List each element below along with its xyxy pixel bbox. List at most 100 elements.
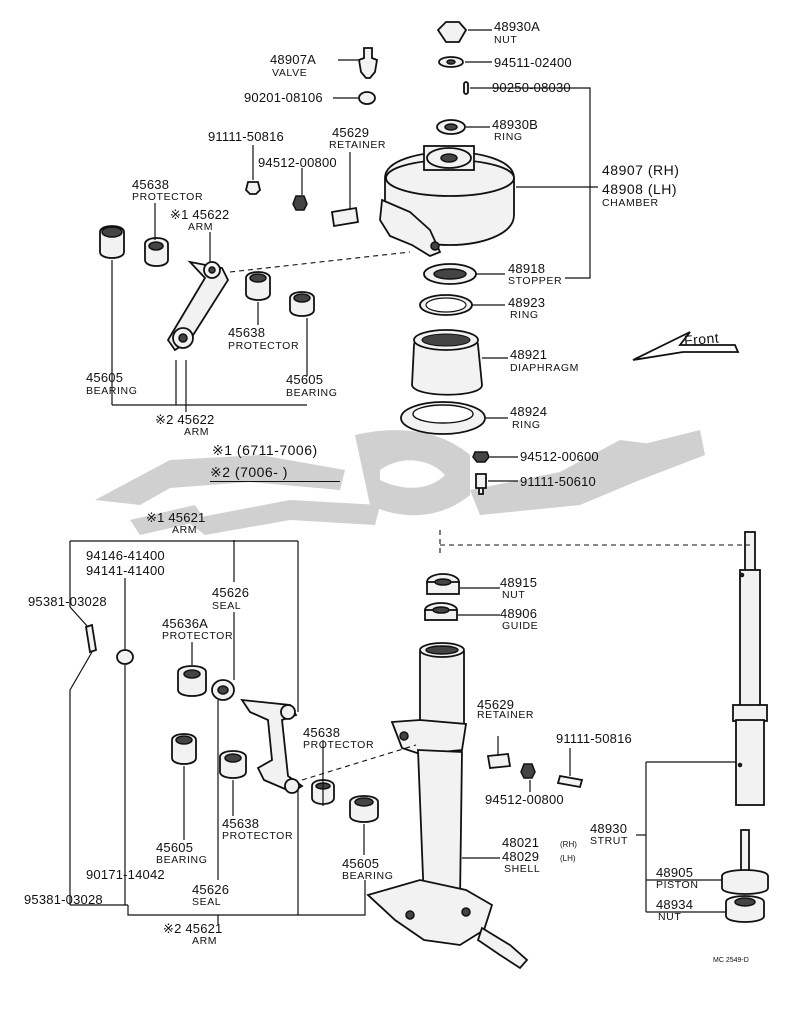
nut-48934 [725, 895, 765, 923]
protector-45638-ml [245, 271, 271, 301]
label-bearing-r: BEARING [286, 387, 338, 399]
label-48906: 48906 [500, 606, 538, 621]
label-48908-lh: 48908 (LH) [602, 181, 678, 197]
seal-45626-top [211, 679, 235, 701]
label-48915: 48915 [500, 575, 538, 590]
nut-90201 [358, 91, 376, 105]
label-protector-tl: PROTECTOR [132, 191, 204, 203]
label-48021: 48021 [502, 835, 540, 850]
retainer-45629-top [330, 206, 360, 228]
stopper-48918-hole [433, 268, 467, 280]
watermark-logo [95, 430, 705, 535]
washer-94512-00600 [472, 451, 490, 463]
label-protector-ml: PROTECTOR [228, 340, 300, 352]
label-guide: GUIDE [502, 620, 539, 632]
diaphragm-48921 [411, 329, 483, 396]
bolt-91111-bot [556, 774, 584, 789]
arm-45621 [240, 698, 304, 794]
label-48930a: 48930A [494, 19, 541, 34]
label-45638-mr: 45638 [303, 725, 341, 740]
arm-45622 [166, 260, 230, 352]
label-protector-a: PROTECTOR [162, 630, 234, 642]
label-48918: 48918 [508, 261, 546, 276]
ring-48930b-hole [444, 123, 458, 131]
label-note-2: ※2 (7006- ) [210, 465, 340, 482]
retainer-45629-bot [486, 753, 512, 769]
label-48907a: 48907A [270, 52, 317, 67]
bearing-45605-bl [171, 733, 197, 765]
label-shell: SHELL [504, 863, 541, 875]
guide-48906 [424, 602, 458, 621]
label-45629-top: 45629 [332, 125, 370, 140]
label-91111-mid: 91111-50610 [520, 474, 596, 489]
label-nut-48915: NUT [502, 589, 526, 601]
label-retainer-bot: RETAINER [477, 709, 535, 721]
washer-94511-hole [446, 59, 456, 65]
label-arm-1: ARM [188, 221, 214, 233]
label-valve: VALVE [272, 67, 308, 79]
label-48923: 48923 [508, 295, 546, 310]
bearing-45605-tl [99, 225, 125, 259]
label-94511: 94511-02400 [494, 55, 572, 70]
label-45636a: 45636A [162, 616, 209, 631]
label-45621-1: ※1 45621 [146, 510, 206, 525]
label-94512-top: 94512-00800 [258, 155, 337, 170]
label-bearing-bl: BEARING [156, 854, 208, 866]
label-48021-rh: (RH) [560, 840, 577, 849]
label-45621-2: ※2 45621 [163, 921, 223, 936]
label-bearing-l: BEARING [86, 385, 138, 397]
label-45605-bl: 45605 [156, 840, 194, 855]
label-piston: PISTON [656, 879, 699, 891]
label-protector-bm: PROTECTOR [222, 830, 294, 842]
label-45626-top: 45626 [212, 585, 250, 600]
label-95381-bot: 95381-03028 [24, 892, 103, 907]
bearing-45605-br [349, 795, 379, 823]
front-arrow-icon [632, 331, 740, 361]
label-ring-48923: RING [510, 309, 539, 321]
pin-95381-top [84, 623, 98, 654]
label-48905: 48905 [656, 865, 694, 880]
ring-48924 [400, 401, 486, 435]
label-90250: 90250-08030 [492, 80, 571, 95]
bolt-91111-top [245, 181, 261, 195]
label-94512-mid: 94512-00600 [520, 449, 599, 464]
label-48921: 48921 [510, 347, 548, 362]
pin-90250 [463, 81, 469, 95]
label-45605-br: 45605 [342, 856, 380, 871]
label-91111-top: 91111-50816 [208, 129, 284, 144]
label-nut-48934: NUT [658, 911, 682, 923]
label-45622-2: ※2 45622 [155, 412, 215, 427]
diagram-code: MC 2549-D [713, 957, 749, 964]
label-48029-lh: (LH) [560, 854, 576, 863]
label-45638-ml: 45638 [228, 325, 266, 340]
label-95381-top: 95381-03028 [28, 594, 107, 609]
label-45629-bot: 45629 [477, 697, 515, 712]
label-ring-b: RING [494, 131, 523, 143]
strut-48930 [732, 531, 768, 806]
label-strut: STRUT [590, 835, 628, 847]
label-45638-bm: 45638 [222, 816, 260, 831]
label-stopper: STOPPER [508, 275, 563, 287]
label-seal-top: SEAL [212, 600, 242, 612]
label-94146: 94146-41400 [86, 548, 165, 563]
piston-48905 [721, 829, 769, 895]
label-front: Front [683, 329, 720, 349]
protector-45638-bm [219, 750, 247, 779]
protector-45636a [177, 665, 207, 697]
label-note-1: ※1 (6711-7006) [212, 442, 318, 458]
nut-94146 [116, 649, 134, 665]
label-retainer-top: RETAINER [329, 139, 387, 151]
nut-48930a [436, 21, 468, 43]
label-seal-bot: SEAL [192, 896, 222, 908]
label-arm-45621-1: ARM [172, 524, 198, 536]
valve-48907a [357, 47, 379, 79]
label-45622-1: ※1 45622 [170, 207, 230, 222]
label-48029: 48029 [502, 849, 540, 864]
nut-48915 [426, 573, 460, 595]
label-48924: 48924 [510, 404, 548, 419]
label-45638-tl: 45638 [132, 177, 170, 192]
label-arm-2: ARM [184, 426, 210, 438]
label-90201: 90201-08106 [244, 90, 323, 105]
protector-45638-tl [144, 237, 169, 267]
label-bearing-br: BEARING [342, 870, 394, 882]
